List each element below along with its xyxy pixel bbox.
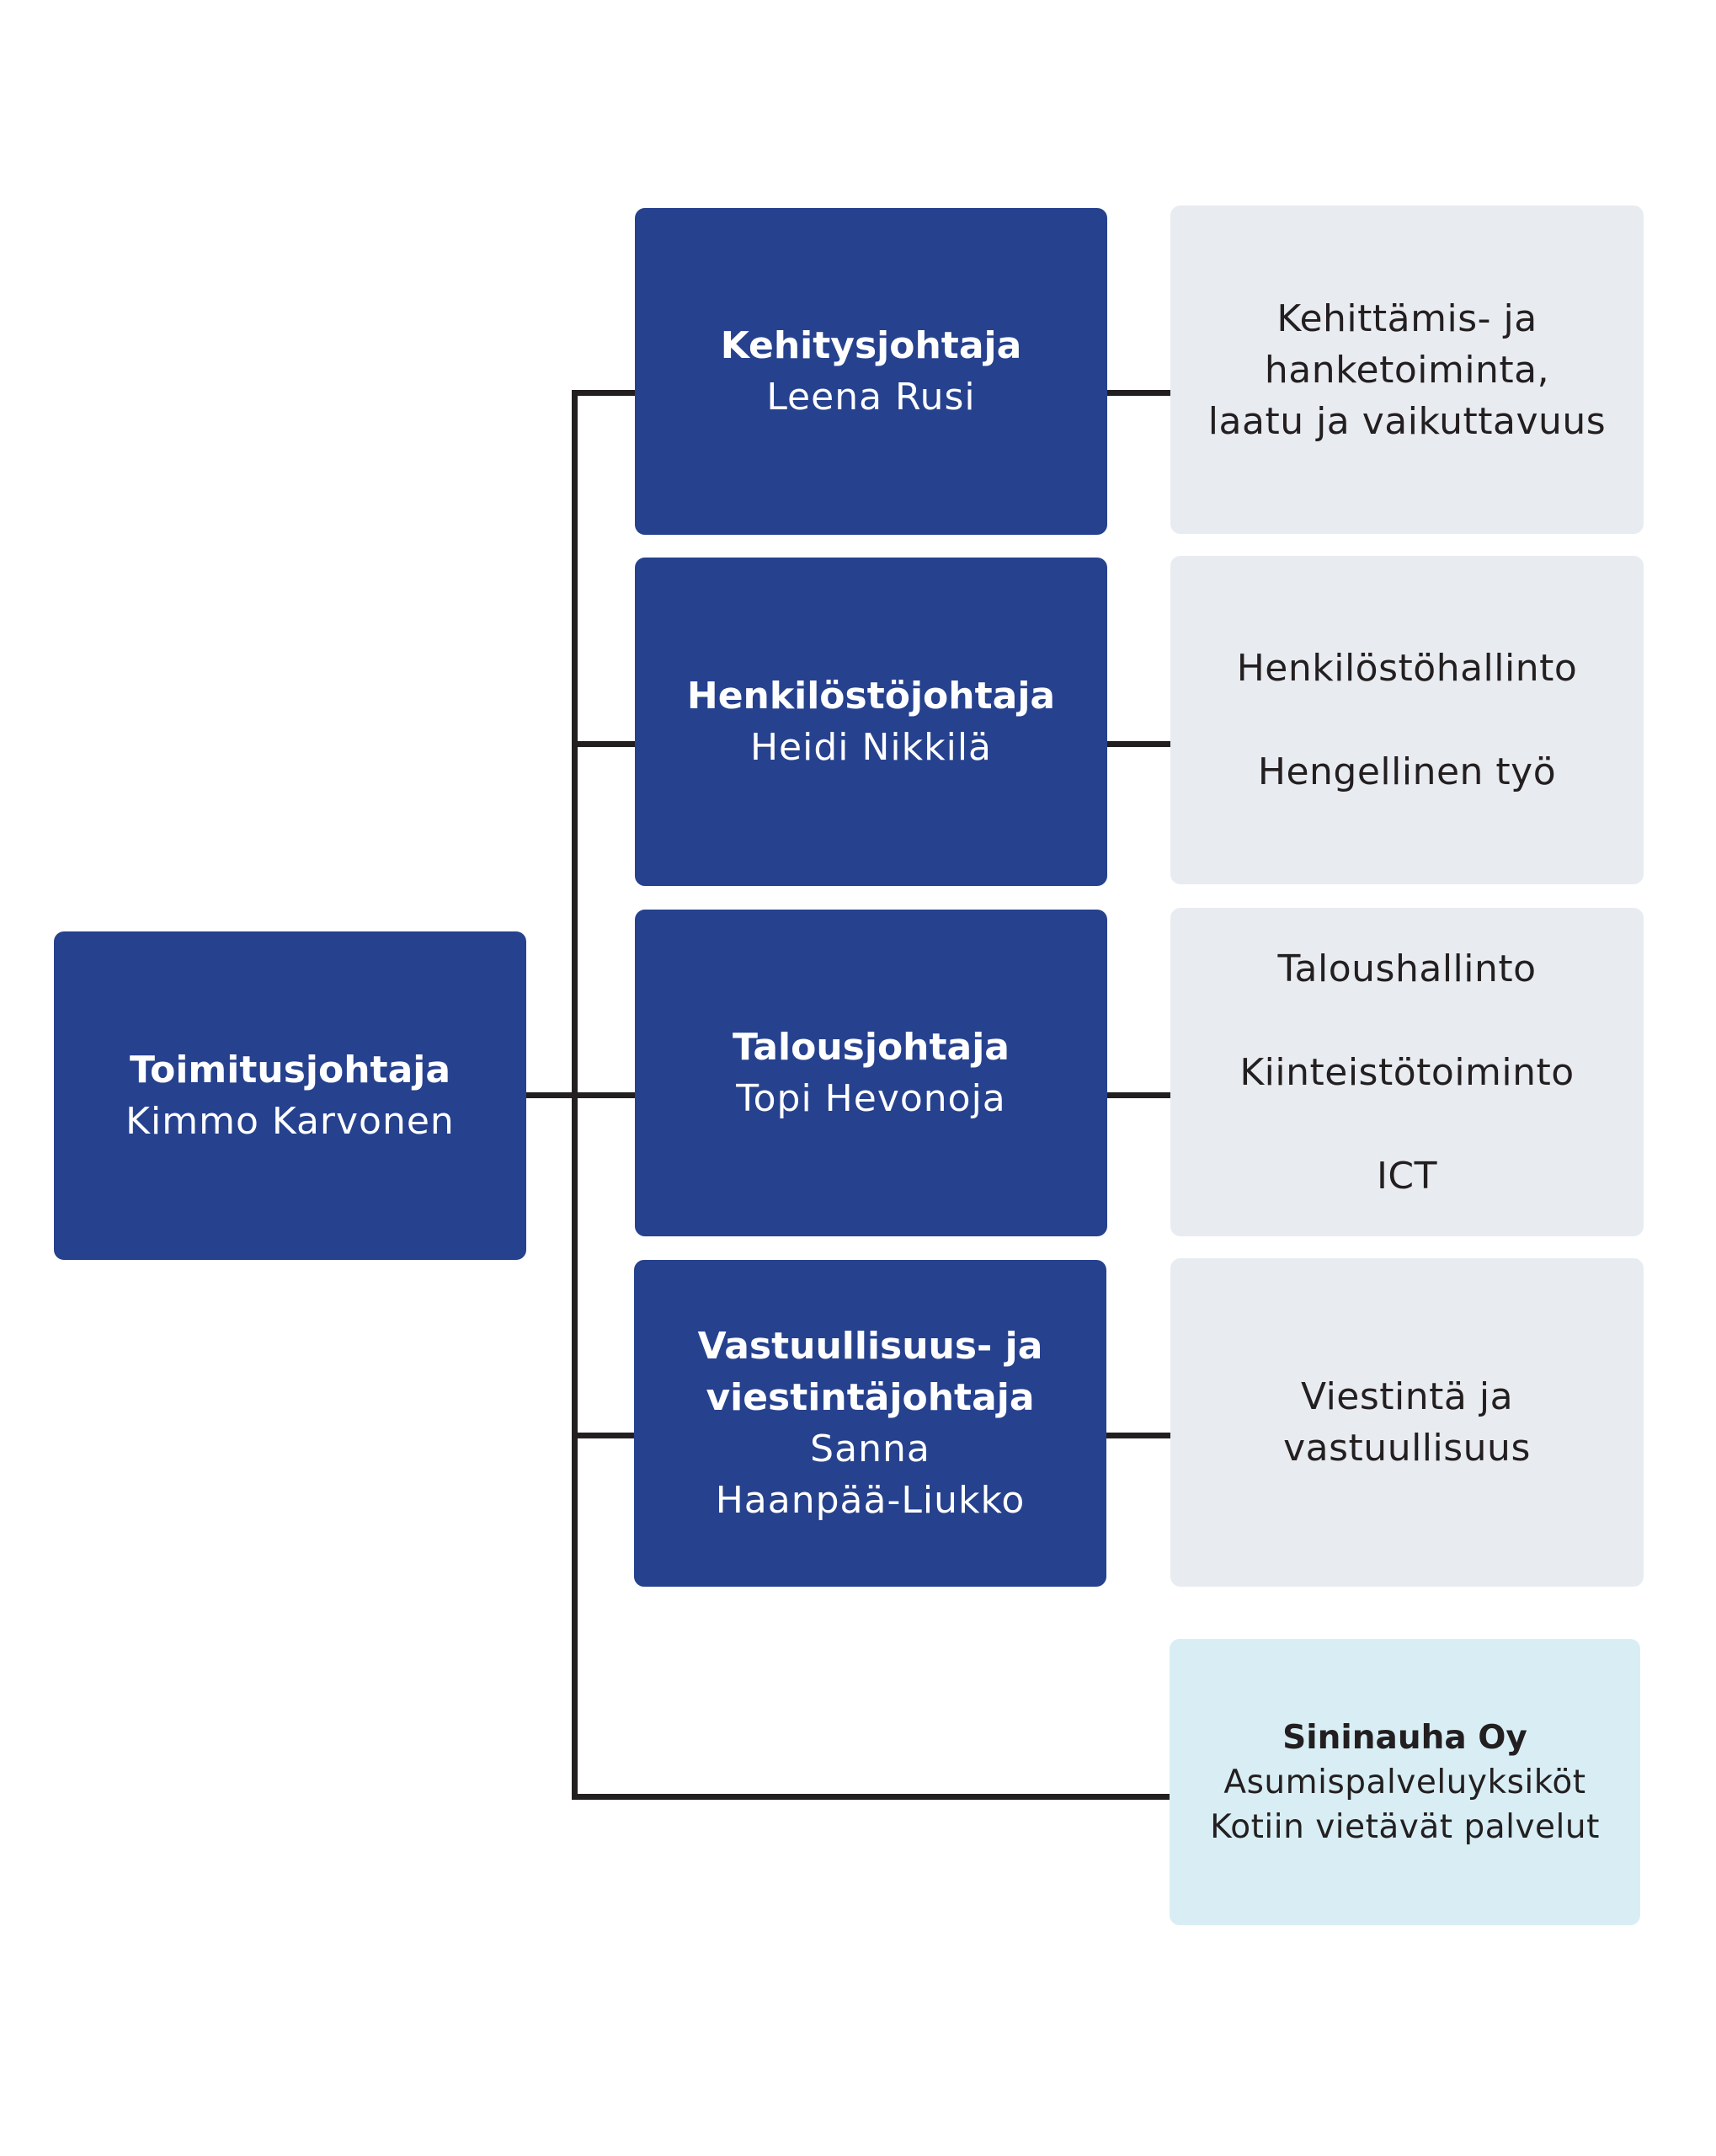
director-title: Talousjohtaja: [733, 1026, 1010, 1069]
unit-item: Henkilöstöhallinto: [1237, 643, 1578, 694]
director-name: Topi Hevonoja: [736, 1077, 1006, 1120]
unit-connector-1: [1106, 390, 1171, 396]
subsidiary-title: Sininauha Oy: [1282, 1718, 1527, 1757]
unit-box-communications[interactable]: Viestintä ja vastuullisuus: [1170, 1258, 1644, 1587]
unit-item: Viestintä ja vastuullisuus: [1283, 1371, 1531, 1474]
director-name: Sanna: [810, 1428, 930, 1470]
unit-item: Kehittämis- ja hanketoiminta, laatu ja v…: [1208, 293, 1606, 447]
branch-connector-1: [572, 390, 636, 396]
unit-item: ICT: [1377, 1150, 1437, 1202]
branch-connector-4: [572, 1433, 636, 1438]
director-title: Henkilöstöjohtaja: [686, 675, 1056, 718]
subsidiary-line: Kotiin vietävät palvelut: [1210, 1807, 1600, 1846]
subsidiary-box[interactable]: Sininauha Oy Asumispalveluyksiköt Kotiin…: [1170, 1639, 1640, 1925]
ceo-box[interactable]: Toimitusjohtaja Kimmo Karvonen: [54, 931, 526, 1260]
director-name: Heidi Nikkilä: [749, 726, 993, 769]
unit-line: vastuullisuus: [1283, 1427, 1531, 1470]
director-box-finance[interactable]: Talousjohtaja Topi Hevonoja: [635, 910, 1107, 1236]
unit-connector-4: [1106, 1433, 1171, 1438]
unit-line: Taloushallinto: [1277, 947, 1537, 990]
unit-line: Kehittämis- ja: [1276, 296, 1537, 340]
unit-item: Hengellinen työ: [1258, 746, 1556, 798]
unit-box-hr[interactable]: Henkilöstöhallinto Hengellinen työ: [1170, 556, 1644, 884]
unit-connector-2: [1106, 741, 1171, 747]
unit-box-finance[interactable]: Taloushallinto Kiinteistötoiminto ICT: [1170, 908, 1644, 1236]
director-title: Kehitysjohtaja: [720, 324, 1022, 367]
director-box-hr[interactable]: Henkilöstöjohtaja Heidi Nikkilä: [635, 558, 1107, 886]
director-box-communications[interactable]: Vastuullisuus- ja viestintäjohtaja Sanna…: [634, 1260, 1106, 1587]
unit-line: laatu ja vaikuttavuus: [1207, 399, 1607, 443]
unit-item: Kiinteistötoiminto: [1239, 1047, 1574, 1098]
director-name: Leena Rusi: [766, 376, 976, 419]
ceo-name: Kimmo Karvonen: [125, 1100, 455, 1143]
director-title: viestintäjohtaja: [706, 1376, 1035, 1419]
unit-line: ICT: [1376, 1154, 1438, 1198]
ceo-connector: [526, 1092, 636, 1098]
unit-line: Viestintä ja: [1300, 1375, 1514, 1418]
director-name: Haanpää-Liukko: [715, 1479, 1026, 1522]
unit-connector-3: [1106, 1092, 1171, 1098]
director-box-development[interactable]: Kehitysjohtaja Leena Rusi: [635, 208, 1107, 535]
subsidiary-line: Asumispalveluyksiköt: [1223, 1763, 1586, 1801]
unit-line: Hengellinen työ: [1257, 750, 1557, 793]
branch-connector-2: [572, 741, 636, 747]
unit-line: Kiinteistötoiminto: [1239, 1050, 1575, 1094]
unit-box-development[interactable]: Kehittämis- ja hanketoiminta, laatu ja v…: [1170, 205, 1644, 534]
unit-item: Taloushallinto: [1277, 943, 1536, 995]
unit-line: hanketoiminta,: [1264, 348, 1550, 392]
director-title: Vastuullisuus- ja: [697, 1325, 1043, 1368]
subsidiary-connector: [572, 1794, 1170, 1800]
unit-line: Henkilöstöhallinto: [1236, 647, 1578, 690]
ceo-title: Toimitusjohtaja: [129, 1049, 451, 1091]
